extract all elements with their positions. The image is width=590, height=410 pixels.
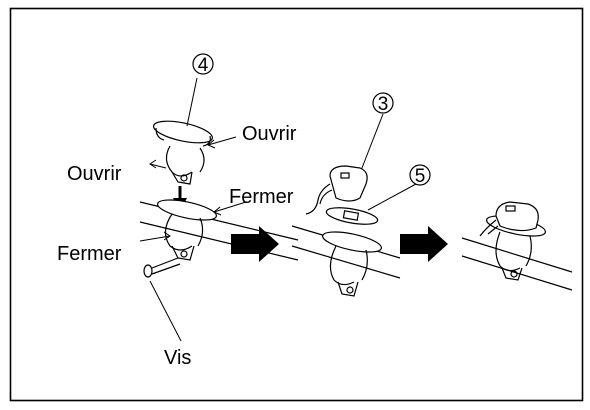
label-fermer-lower: Fermer bbox=[57, 243, 122, 265]
leader-lines bbox=[149, 77, 417, 342]
callout-5-number: 5 bbox=[415, 166, 426, 187]
step1-lower-clamp bbox=[157, 199, 217, 261]
screw bbox=[143, 257, 181, 278]
callout-4: 4 bbox=[192, 53, 214, 76]
label-ouvrir-right: Ouvrir bbox=[242, 123, 297, 145]
callout-3-number: 3 bbox=[378, 94, 389, 115]
callout-5: 5 bbox=[409, 164, 431, 187]
callout-4-number: 4 bbox=[198, 55, 209, 76]
frame-border bbox=[9, 7, 584, 402]
step-arrow-1 bbox=[231, 226, 279, 262]
step2-assembly bbox=[291, 165, 401, 297]
callout-3: 3 bbox=[372, 92, 394, 115]
motion-arrows bbox=[139, 136, 247, 242]
label-vis: Vis bbox=[164, 347, 191, 369]
step-arrow-2 bbox=[400, 226, 448, 262]
label-fermer-upper: Fermer bbox=[229, 186, 294, 208]
label-ouvrir-left: Ouvrir bbox=[67, 163, 122, 185]
step3-assembly bbox=[461, 201, 573, 291]
